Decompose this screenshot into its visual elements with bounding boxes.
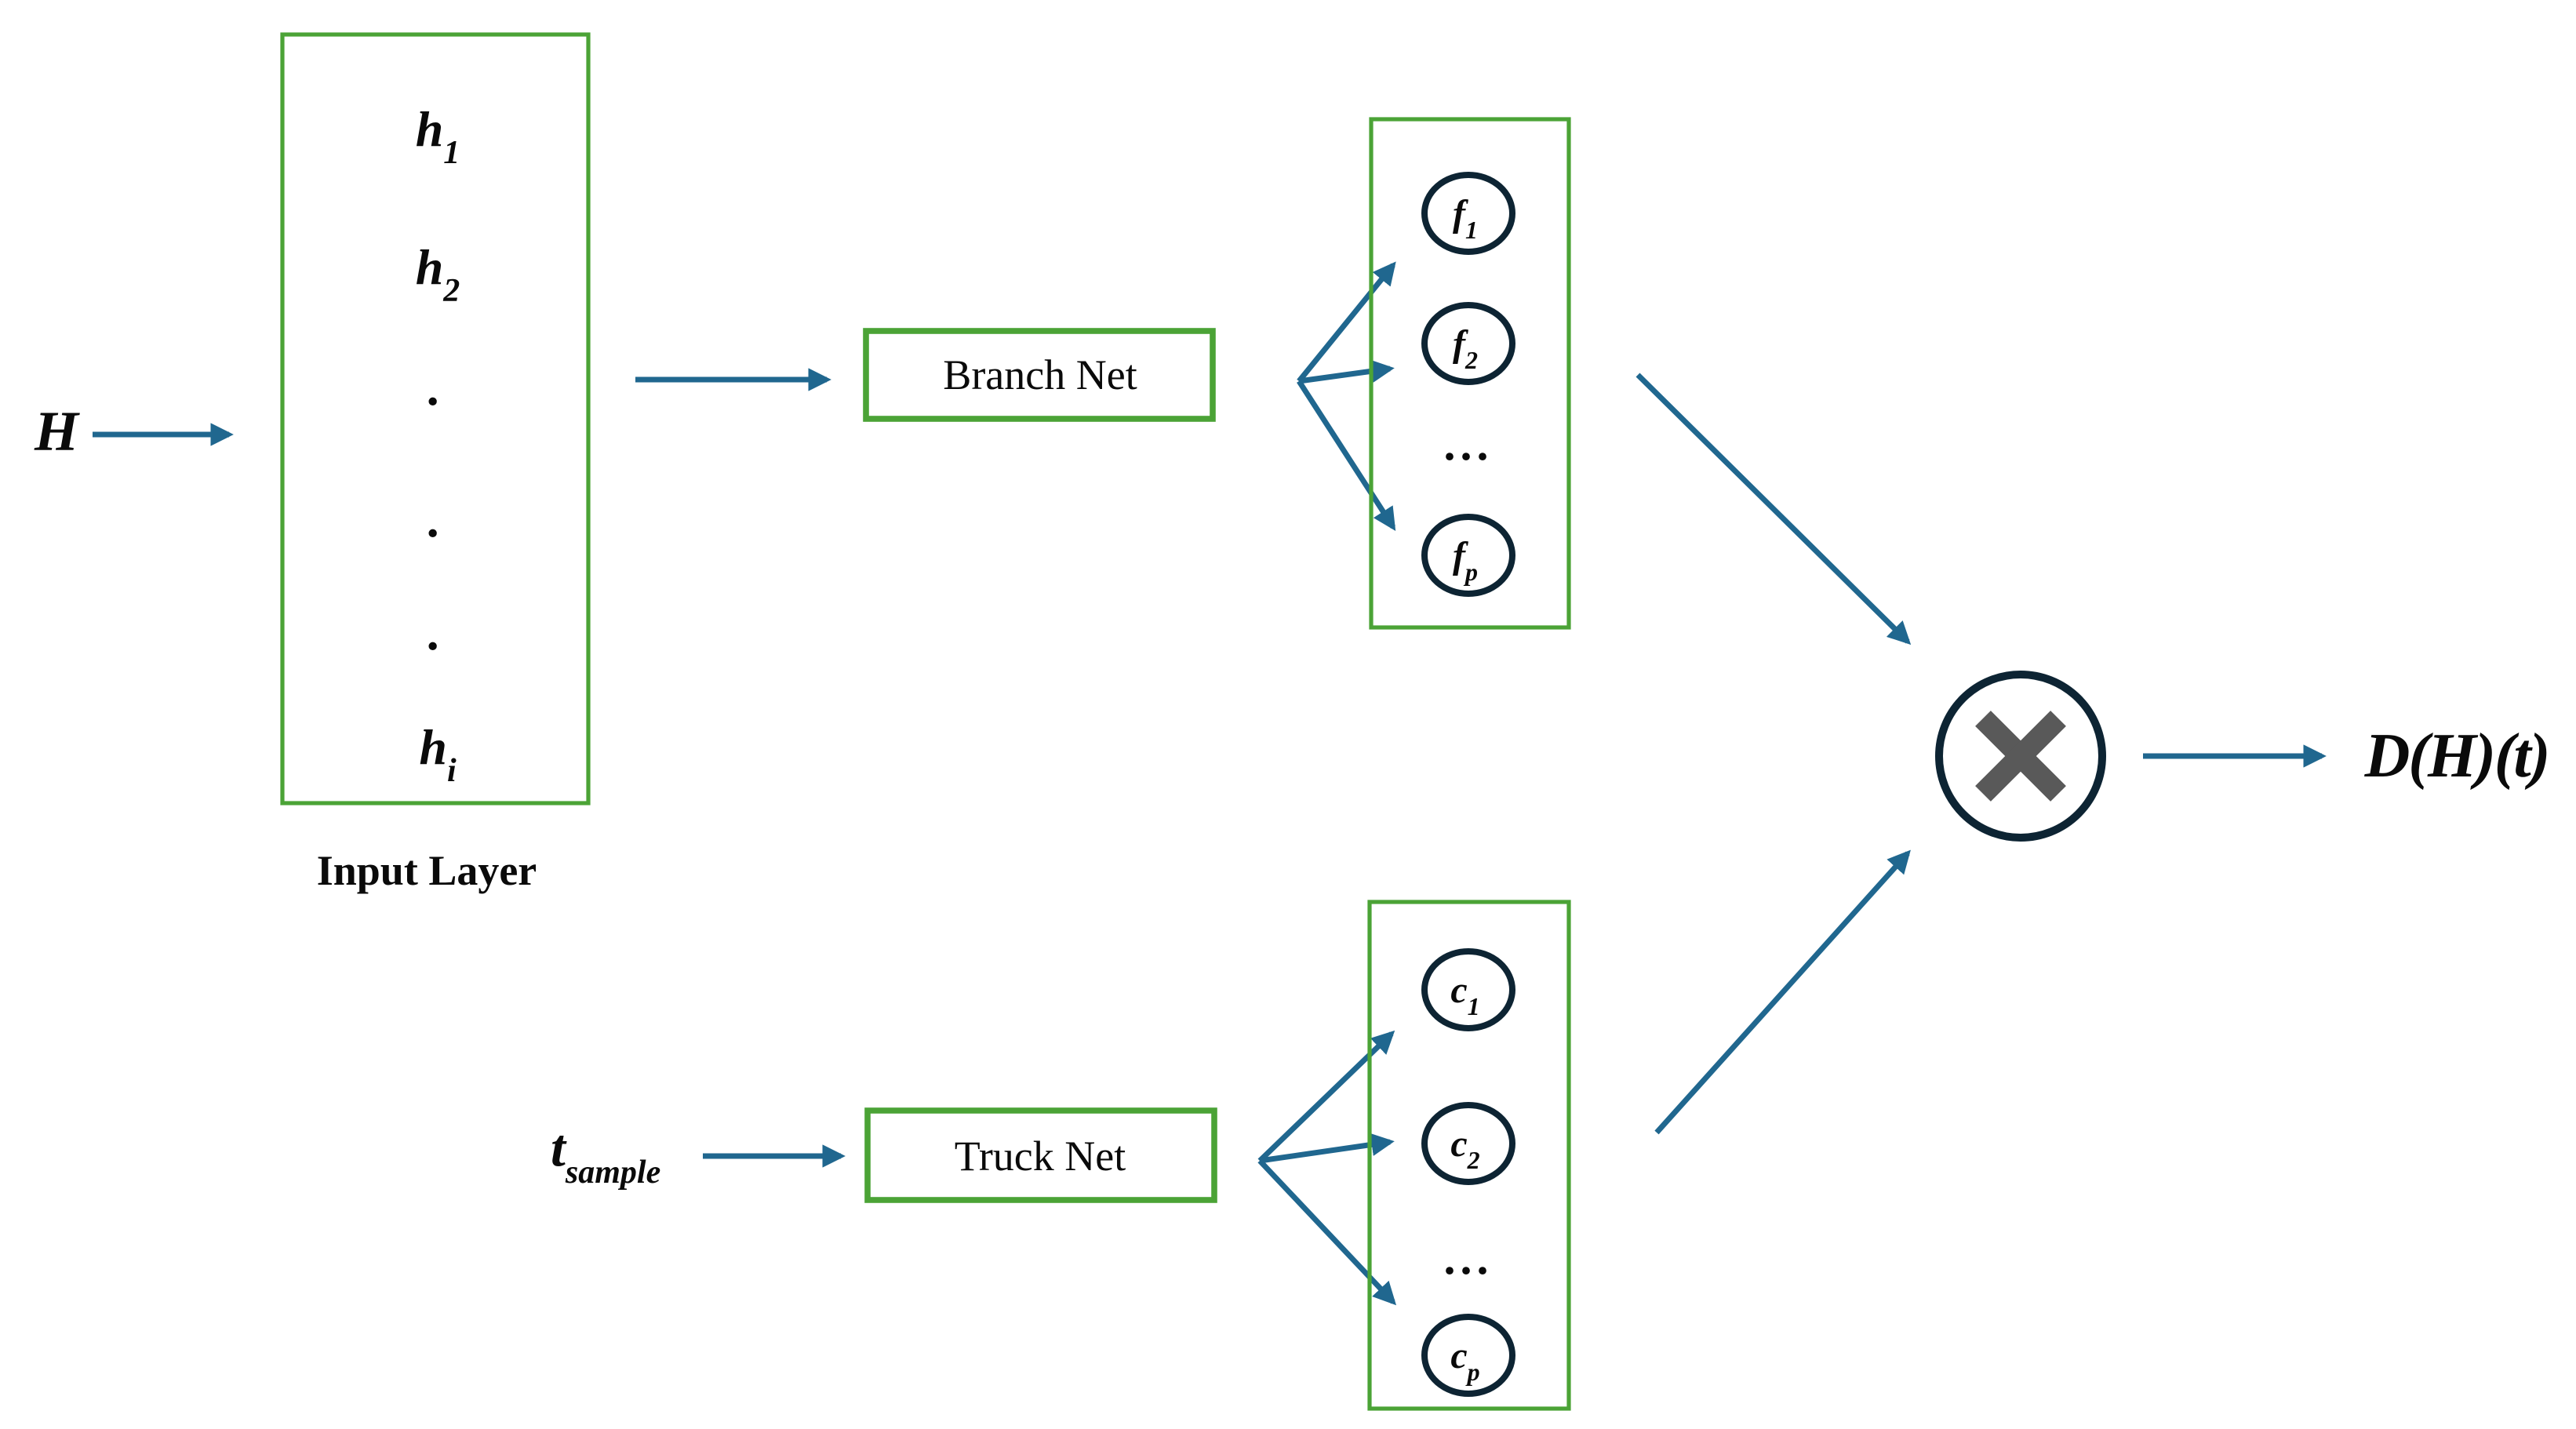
trunk-net-box	[864, 1107, 1217, 1203]
input-operand-label: H	[34, 400, 80, 463]
input-node-hi-sub: i	[447, 753, 457, 789]
c2-sub: 2	[1467, 1146, 1480, 1174]
cp-base: c	[1450, 1335, 1467, 1376]
f2-sub: 2	[1464, 346, 1478, 374]
branch-output-node-f1-circle	[1421, 172, 1515, 255]
branch-output-node-f1-label: f1	[1453, 193, 1478, 244]
c1-sub: 1	[1468, 992, 1480, 1020]
branch-output-node-f2-label: f2	[1453, 323, 1478, 374]
trunk-output-node-c1-label: c1	[1450, 969, 1479, 1020]
input-ellipsis-dot-2: .	[428, 492, 441, 547]
input-node-hi: hi	[419, 719, 457, 789]
trunk-output-node-cp-circle	[1421, 1314, 1515, 1397]
t-base: t	[551, 1118, 567, 1177]
trunk-output-ellipsis: ...	[1444, 1232, 1494, 1284]
input-node-h2: h2	[416, 239, 460, 309]
trunk-output-node-c2-label: c2	[1450, 1123, 1479, 1174]
f1-sub: 1	[1465, 216, 1478, 244]
f1-base: f	[1453, 193, 1468, 235]
output-label: D(H)(t)	[2364, 722, 2549, 791]
input-layer-caption: Input Layer	[317, 847, 537, 894]
input-ellipsis-dot-3: .	[428, 605, 441, 660]
branch-to-multiply-arrow	[1635, 373, 1912, 645]
trunk-net-label: Truck Net	[955, 1133, 1126, 1180]
input-layer-box	[280, 32, 591, 805]
branch-output-ellipsis: ...	[1444, 418, 1494, 470]
fp-sub: p	[1463, 558, 1478, 586]
branch-output-box	[1369, 117, 1571, 630]
input-ellipsis-dot-1: .	[428, 360, 441, 416]
trunk-operand-label: tsample	[551, 1118, 660, 1191]
trunk-output-node-cp-label: cp	[1450, 1335, 1479, 1386]
input-node-h1: h1	[416, 101, 460, 171]
input-node-h2-sub: 2	[442, 273, 460, 309]
branch-fan-arrow-1	[1297, 261, 1396, 384]
branch-fan-arrow-3	[1297, 380, 1396, 531]
trunk-fan-arrow-3	[1257, 1158, 1397, 1306]
c2-base: c	[1450, 1123, 1467, 1165]
input-node-h1-base: h	[416, 101, 444, 157]
branch-net-label: Branch Net	[943, 351, 1137, 398]
branch-fan-arrow-2	[1298, 359, 1395, 384]
trunk-output-node-c2-circle	[1421, 1102, 1515, 1185]
trunk-fan-arrow-1	[1257, 1030, 1395, 1163]
input-node-h2-base: h	[416, 239, 444, 295]
fp-base: f	[1453, 535, 1468, 576]
c1-base: c	[1450, 969, 1467, 1011]
f2-base: f	[1453, 323, 1468, 365]
trunk-output-box	[1367, 900, 1571, 1411]
branch-output-node-f2-circle	[1421, 302, 1515, 385]
t-sub: sample	[565, 1154, 660, 1191]
multiply-icon	[1975, 711, 2066, 802]
trunk-output-node-c1-circle	[1421, 948, 1515, 1031]
branch-net-box	[863, 328, 1216, 422]
cp-sub: p	[1465, 1358, 1480, 1386]
branch-output-node-fp-circle	[1421, 514, 1515, 597]
trunk-to-multiply-arrow	[1654, 849, 1911, 1135]
branch-output-node-fp-label: fp	[1453, 535, 1478, 586]
multiply-node	[1935, 671, 2106, 842]
input-node-h1-sub: 1	[443, 135, 460, 171]
input-node-hi-base: h	[419, 719, 447, 775]
